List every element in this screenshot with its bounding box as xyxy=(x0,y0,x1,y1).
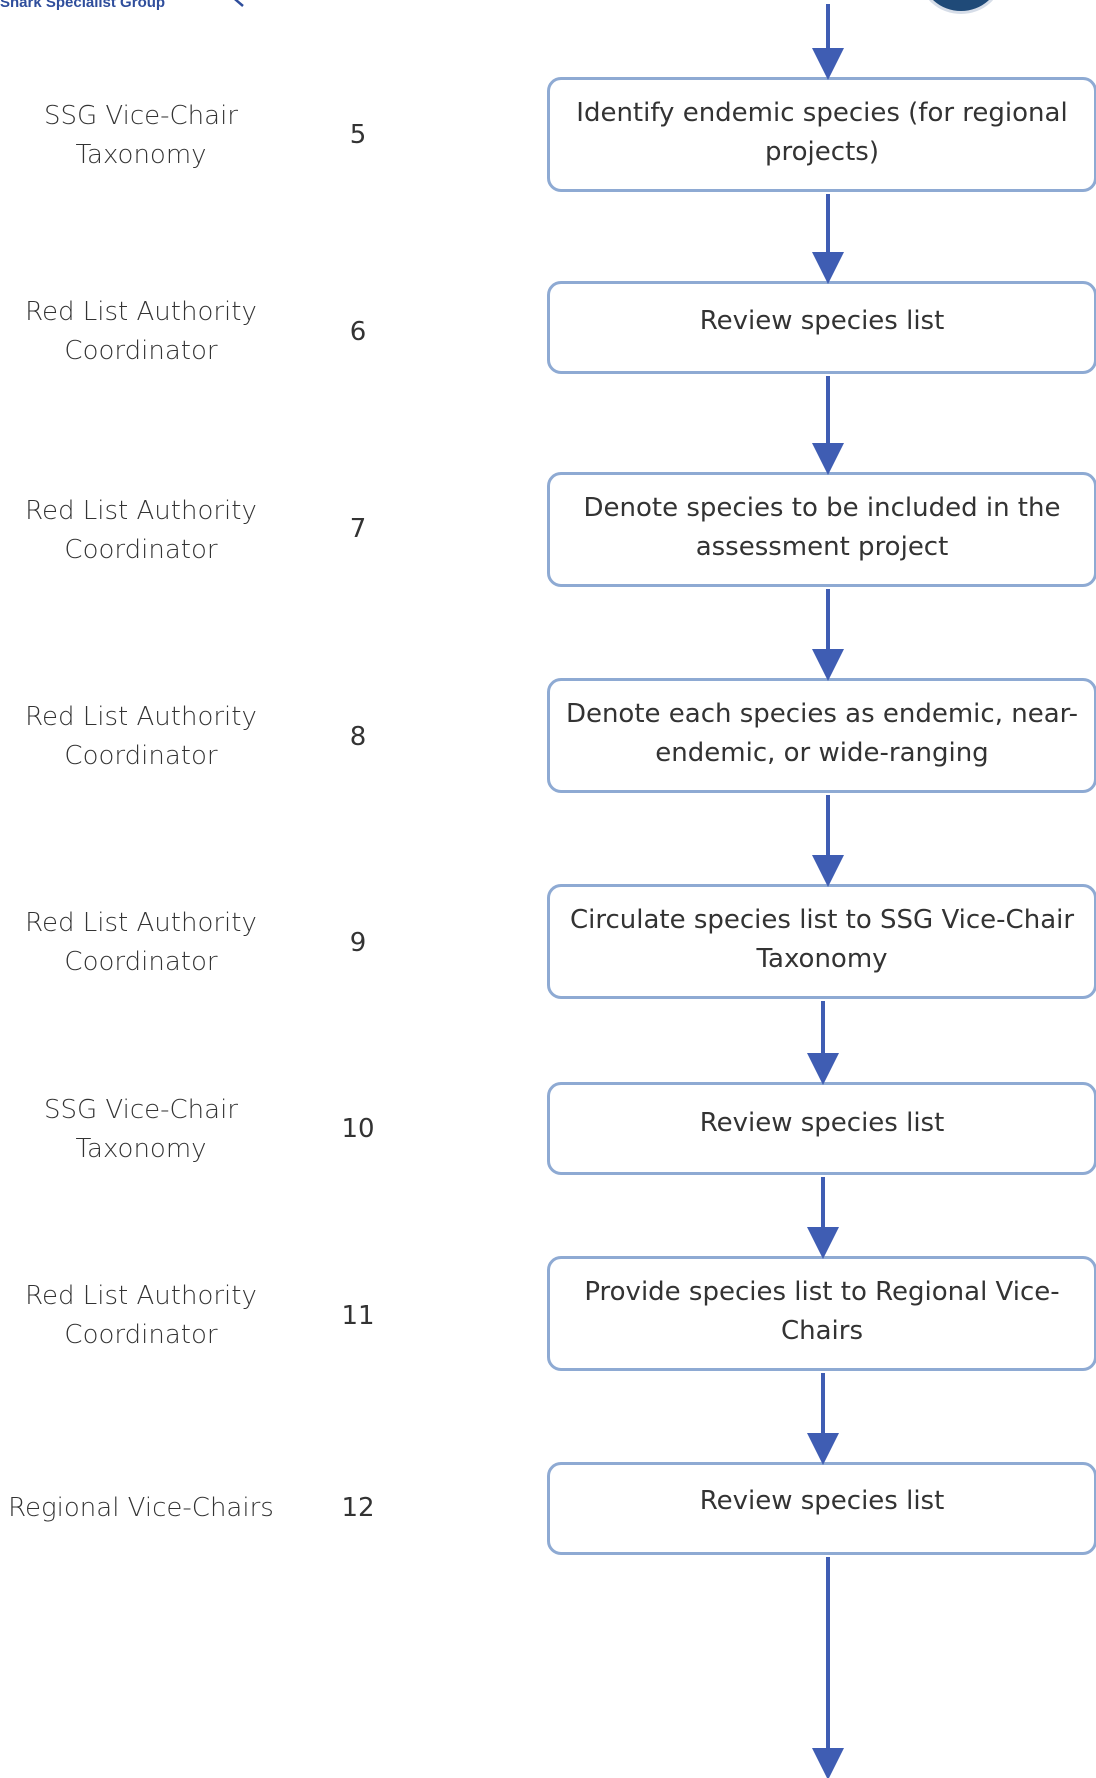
role-label-step-5: SSG Vice-Chair Taxonomy xyxy=(43,101,238,170)
step-number-11: 11 xyxy=(341,1301,375,1331)
flow-box-step-10: Review species list xyxy=(547,1082,1096,1175)
flow-box-text: Provide species list to Regional Vice-Ch… xyxy=(584,1277,1060,1346)
role-label-step-12: Regional Vice-Chairs xyxy=(8,1493,274,1523)
flow-box-step-6: Review species list xyxy=(547,281,1096,374)
flow-box-text: Review species list xyxy=(699,306,945,336)
flow-box-text: Review species list xyxy=(699,1108,945,1138)
flow-box-text: Denote species to be included in the ass… xyxy=(583,493,1061,562)
flow-box-step-12: Review species list xyxy=(547,1462,1096,1555)
role-label-step-9: Red List Authority Coordinator xyxy=(25,908,257,977)
role-label-step-7: Red List Authority Coordinator xyxy=(25,496,257,565)
flow-box-text: Denote each species as endemic, near-end… xyxy=(565,699,1079,768)
org-header-text: Shark Specialist Group xyxy=(0,0,166,11)
flow-box-step-11: Provide species list to Regional Vice-Ch… xyxy=(547,1256,1096,1371)
role-label-step-10: SSG Vice-Chair Taxonomy xyxy=(43,1095,238,1164)
flow-box-text: Review species list xyxy=(699,1486,945,1516)
step-number-9: 9 xyxy=(349,928,367,958)
role-label-step-8: Red List Authority Coordinator xyxy=(25,702,257,771)
role-label-step-6: Red List Authority Coordinator xyxy=(25,297,257,366)
step-number-10: 10 xyxy=(341,1114,375,1144)
flow-box-step-8: Denote each species as endemic, near-end… xyxy=(547,678,1096,793)
step-number-12: 12 xyxy=(341,1493,375,1523)
step-number-7: 7 xyxy=(349,514,367,544)
role-label-step-11: Red List Authority Coordinator xyxy=(25,1281,257,1350)
header-chevron-icon xyxy=(234,0,244,7)
flow-box-text: Identify endemic species (for regional p… xyxy=(576,98,1068,167)
step-number-8: 8 xyxy=(349,722,367,752)
flow-box-step-9: Circulate species list to SSG Vice-Chair… xyxy=(547,884,1096,999)
step-number-5: 5 xyxy=(349,120,367,150)
flow-box-step-7: Denote species to be included in the ass… xyxy=(547,472,1096,587)
flow-box-text: Circulate species list to SSG Vice-Chair… xyxy=(569,905,1075,974)
step-number-6: 6 xyxy=(349,317,367,347)
flow-box-step-5: Identify endemic species (for regional p… xyxy=(547,77,1096,192)
